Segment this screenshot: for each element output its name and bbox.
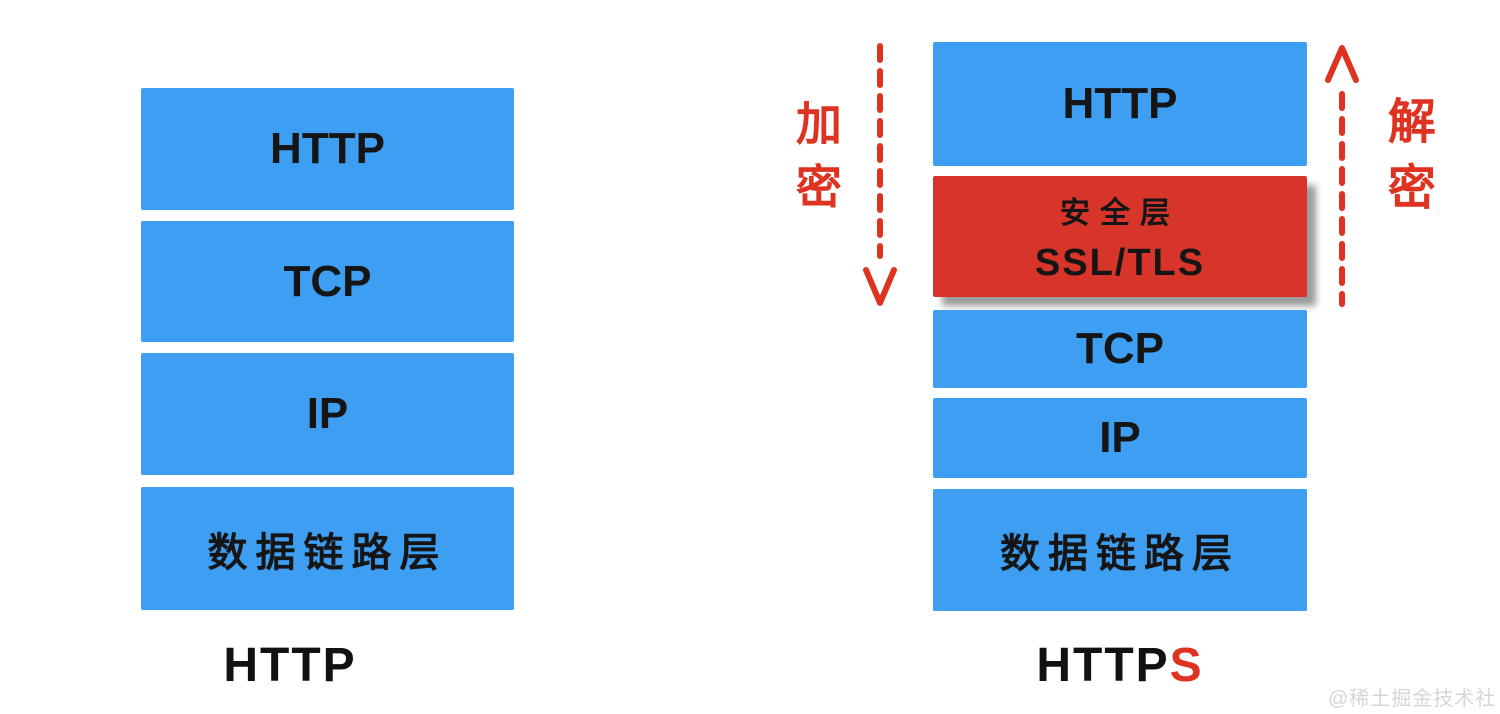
decrypt-arrow-up-icon	[1325, 45, 1359, 307]
security-layer-title: 安全层	[1060, 197, 1180, 230]
watermark: @稀土掘金技术社区	[1328, 688, 1497, 710]
caption-https-black-part: HTTP	[1036, 639, 1170, 692]
left-layer-datalink: 数据链路层	[141, 487, 514, 610]
right-layer-security: 安全层 SSL/TLS	[933, 176, 1307, 297]
right-layer-ip: IP	[933, 398, 1307, 478]
decrypt-label: 解密	[1387, 96, 1436, 216]
right-layer-tcp: TCP	[933, 310, 1307, 388]
encrypt-label: 加密	[795, 98, 842, 214]
left-layer-tcp: TCP	[141, 221, 514, 342]
encrypt-arrow-down-icon	[863, 43, 897, 306]
left-layer-http: HTTP	[141, 88, 514, 210]
left-layer-ip: IP	[141, 353, 514, 475]
left-stack-caption: HTTP	[223, 639, 357, 692]
right-stack-caption: HTTPS	[1012, 638, 1228, 693]
right-layer-http: HTTP	[933, 42, 1307, 166]
right-layer-datalink: 数据链路层	[933, 489, 1307, 611]
caption-https-red-s: S	[1169, 639, 1204, 692]
security-layer-ssl-tls: SSL/TLS	[1034, 242, 1206, 284]
